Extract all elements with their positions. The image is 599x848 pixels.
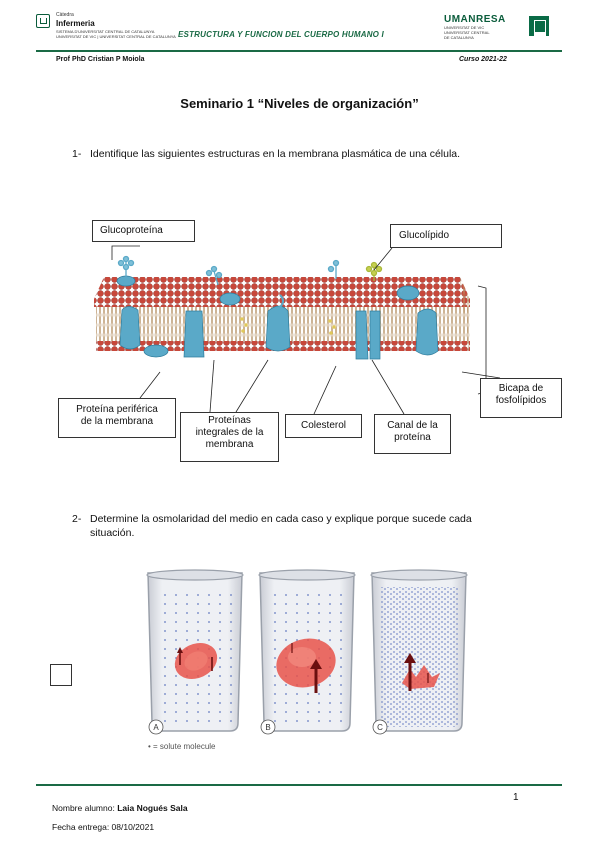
logo-line-2: Infermeria	[56, 19, 95, 28]
umanresa-sub-1: UNIVERSITAT DE VIC	[444, 25, 485, 30]
label-proteinas-integrales: Proteínas integrales de la membrana	[180, 412, 279, 462]
question-1-text: Identifique las siguientes estructuras e…	[90, 148, 461, 160]
professor-name: Prof PhD Cristian P Moiola	[56, 56, 145, 63]
logo-line-1: Càtedra	[56, 12, 74, 18]
catedra-logo-icon	[36, 14, 50, 28]
student-name-value: Laia Nogués Sala	[117, 803, 188, 813]
student-name-label: Nombre alumno:	[52, 803, 115, 813]
label-proteinas-integrales-line-1: Proteínas	[208, 415, 251, 426]
header-title: ESTRUCTURA Y FUNCION DEL CUERPO HUMANO I	[178, 30, 384, 39]
logo-line-4: UNIVERSITAT DE VIC | UNIVERSITAT CENTRAL…	[56, 34, 176, 39]
label-bicapa-fosfolipidos: Bicapa de fosfolípidos	[480, 378, 562, 418]
osmolarity-beakers-illustration: A B C • = solute molecule	[146, 569, 468, 751]
question-1-number: 1-	[72, 148, 82, 160]
umanresa-brand: UMANRESA	[444, 14, 506, 25]
label-proteina-periferica-line-1: Proteína periférica	[76, 404, 158, 415]
question-2-line-1: Determine la osmolaridad del medio en ca…	[90, 513, 472, 525]
beaker-b	[258, 569, 356, 732]
logo-line-3: SISTEMA D'UNIVERSITAT CENTRAL DE CATALUN…	[56, 29, 155, 34]
green-square-logo-icon	[529, 16, 549, 36]
header-divider	[36, 50, 562, 52]
submission-date: Fecha entrega: 08/10/2021	[52, 822, 155, 832]
label-canal-line-1: Canal de la	[387, 420, 438, 431]
page-title: Seminario 1 “Niveles de organización”	[180, 96, 419, 111]
label-proteina-periferica-line-2: de la membrana	[80, 416, 154, 427]
beaker-c	[370, 569, 468, 732]
catedra-logo: Càtedra Infermeria SISTEMA D'UNIVERSITAT…	[36, 12, 176, 42]
umanresa-sub-3: DE CATALUNYA	[444, 35, 474, 40]
footer-divider	[36, 784, 562, 786]
label-colesterol: Colesterol	[285, 414, 362, 438]
label-glucolipido: Glucolípido	[390, 224, 502, 248]
umanresa-logo: UMANRESA UNIVERSITAT DE VIC UNIVERSITAT …	[444, 14, 524, 42]
beaker-label-a: A	[153, 723, 159, 732]
label-canal-line-2: proteína	[394, 432, 431, 443]
question-2: 2- Determine la osmolaridad del medio en …	[72, 512, 542, 540]
page-number: 1	[513, 792, 519, 803]
question-2-number: 2-	[72, 513, 82, 525]
question-1: 1- Identifique las siguientes estructuras…	[72, 148, 460, 160]
question-2-line-2: situación.	[90, 527, 135, 539]
solute-legend: • = solute molecule	[148, 742, 216, 751]
label-proteina-periferica: Proteína periférica de la membrana	[58, 398, 176, 438]
label-canal-proteina: Canal de la proteína	[374, 414, 451, 454]
label-glucoproteina: Glucoproteína	[92, 220, 195, 242]
umanresa-sub-2: UNIVERSITAT CENTRAL	[444, 30, 490, 35]
label-proteinas-integrales-line-2: integrales de la	[195, 427, 264, 438]
student-name: Nombre alumno: Laia Nogués Sala	[52, 803, 188, 813]
beaker-a	[146, 569, 244, 732]
beaker-label-b: B	[265, 723, 270, 732]
course-year: Curso 2021-22	[459, 56, 507, 63]
answer-checkbox[interactable]	[50, 664, 72, 686]
beaker-label-c: C	[377, 723, 383, 732]
label-bicapa-line-2: fosfolípidos	[495, 395, 547, 406]
plasma-membrane-illustration	[94, 255, 470, 360]
label-bicapa-line-1: Bicapa de	[498, 383, 544, 394]
label-proteinas-integrales-line-3: membrana	[205, 439, 254, 450]
